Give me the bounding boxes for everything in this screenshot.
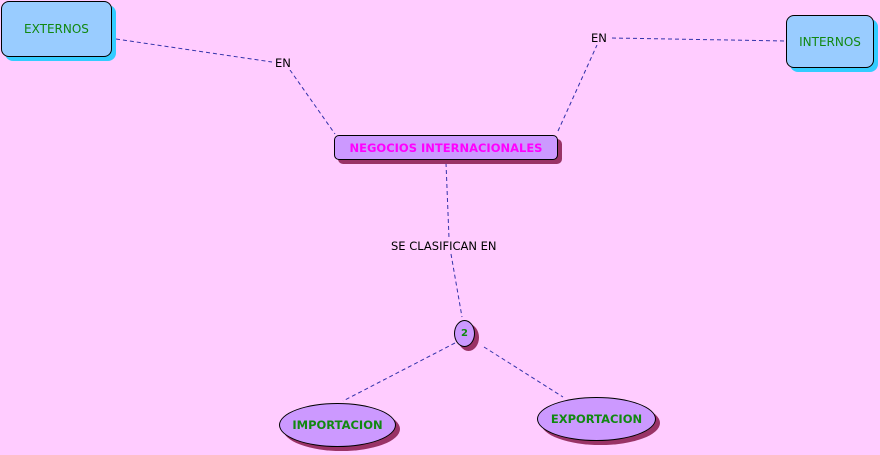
line-negocios-clasifican: [445, 162, 450, 239]
node-importacion[interactable]: IMPORTACION: [279, 403, 396, 447]
node-externos-label: EXTERNOS: [24, 22, 89, 36]
node-negocios-label: NEGOCIOS INTERNACIONALES: [349, 140, 543, 155]
node-importacion-label: IMPORTACION: [292, 418, 383, 432]
line-count-exportacion: [483, 346, 564, 398]
link-label-en-left: EN: [274, 56, 292, 70]
node-internos-label: INTERNOS: [799, 34, 861, 49]
node-negocios-internacionales[interactable]: NEGOCIOS INTERNACIONALES: [334, 135, 558, 160]
node-count[interactable]: 2: [454, 320, 475, 347]
line-clasifican-count: [450, 253, 463, 318]
line-count-importacion: [342, 342, 456, 402]
link-label-en-right: EN: [590, 31, 608, 45]
node-count-label: 2: [461, 328, 468, 339]
line-externos-en: [115, 38, 273, 63]
line-negocios-en-right: [557, 44, 598, 132]
link-label-se-clasifican-en: SE CLASIFICAN EN: [390, 239, 498, 253]
node-exportacion-label: EXPORTACION: [550, 412, 643, 426]
line-en-internos: [611, 37, 787, 42]
node-internos[interactable]: INTERNOS: [786, 15, 874, 68]
node-exportacion[interactable]: EXPORTACION: [537, 397, 656, 441]
line-en-negocios-left: [289, 69, 336, 135]
node-externos[interactable]: EXTERNOS: [1, 1, 112, 57]
